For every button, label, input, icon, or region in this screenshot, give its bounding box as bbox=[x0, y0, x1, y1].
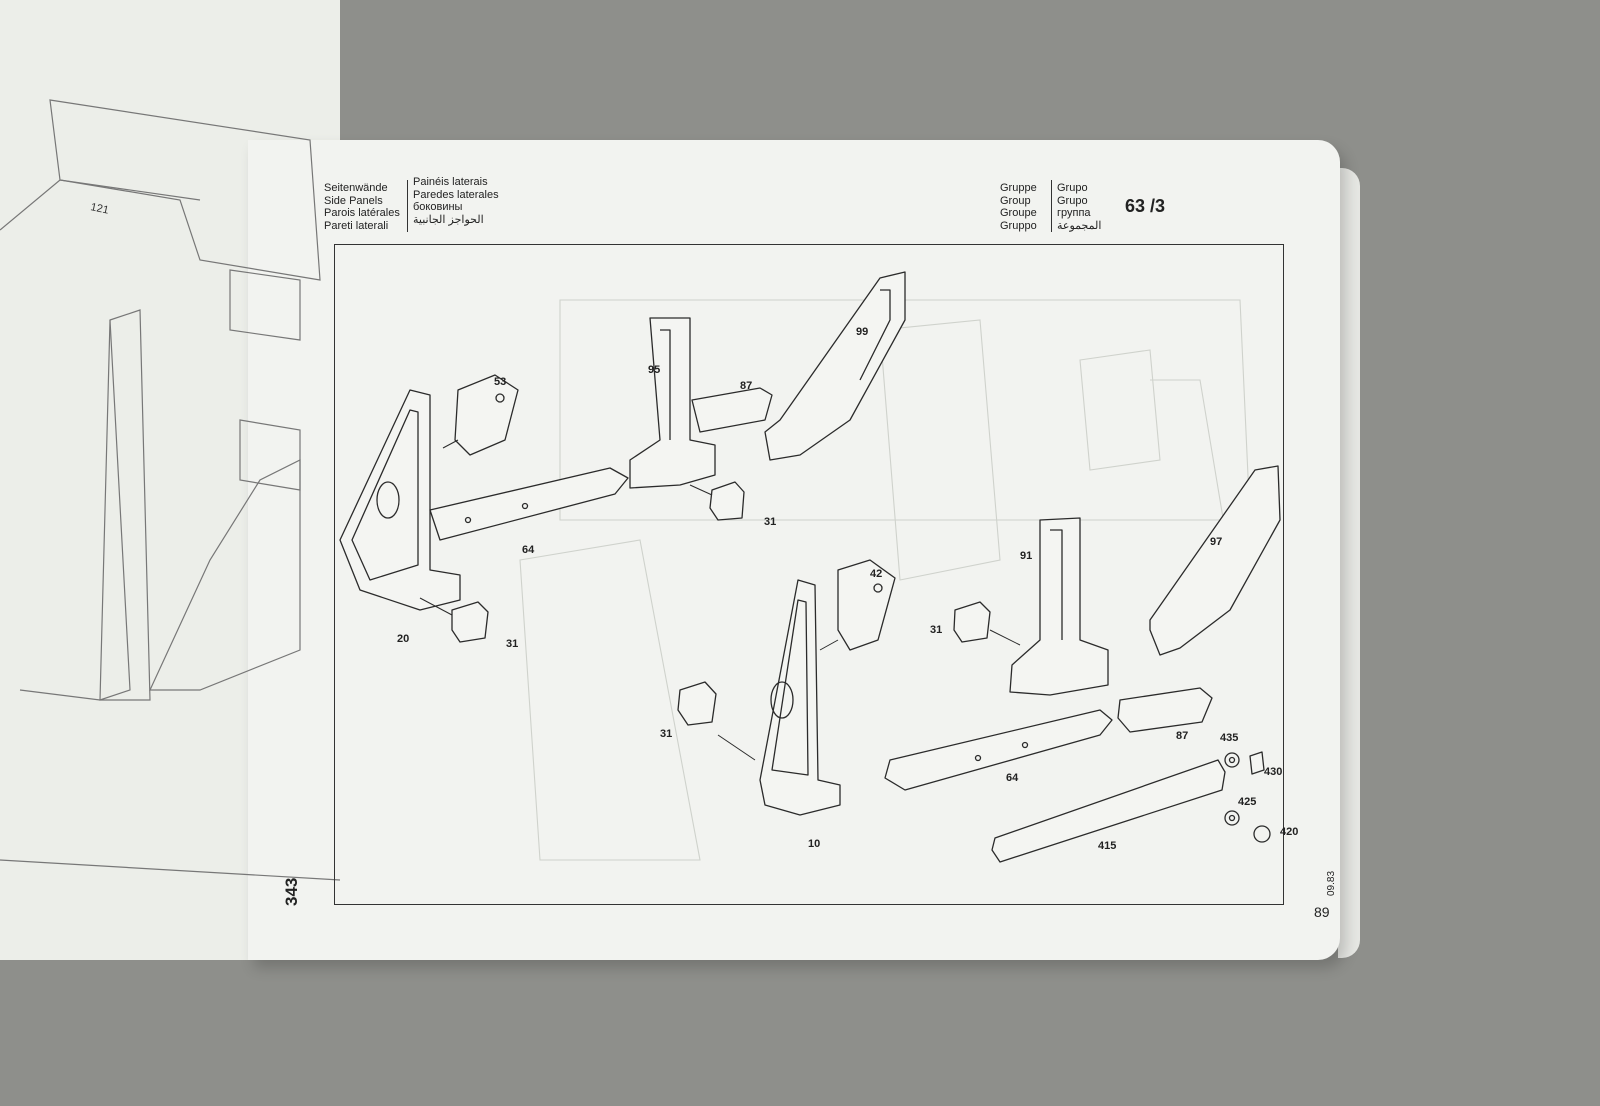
header-left-col1: Seitenwände Side Panels Parois latérales… bbox=[324, 182, 400, 232]
callout-31-lower-left: 31 bbox=[506, 638, 519, 650]
title-italian: Pareti laterali bbox=[324, 219, 389, 232]
callout-64-upper: 64 bbox=[522, 544, 535, 556]
group-es: Grupo bbox=[1057, 194, 1088, 207]
left-callout-121: 121 bbox=[89, 201, 109, 217]
page-edge bbox=[1338, 168, 1360, 958]
callout-420: 420 bbox=[1280, 826, 1299, 838]
title-french: Parois latérales bbox=[324, 207, 400, 219]
title-arabic: الحواجز الجانبية bbox=[413, 213, 484, 226]
callout-430: 430 bbox=[1264, 766, 1283, 778]
callout-97: 97 bbox=[1210, 536, 1223, 548]
callout-10: 10 bbox=[808, 838, 821, 850]
callout-435: 435 bbox=[1220, 732, 1239, 744]
group-ru: группа bbox=[1057, 207, 1091, 219]
header-right-col2: Grupo Grupo группа المجموعة bbox=[1057, 182, 1101, 232]
group-pt: Grupo bbox=[1057, 182, 1088, 194]
group-fr: Groupe bbox=[1000, 207, 1037, 219]
callout-64-lower: 64 bbox=[1006, 772, 1019, 784]
page-number: 89 bbox=[1314, 904, 1330, 920]
title-english: Side Panels bbox=[324, 194, 383, 207]
diagram-frame bbox=[334, 244, 1284, 905]
header-left-col2: Painéis laterais Paredes laterales боков… bbox=[413, 176, 499, 226]
group-en: Group bbox=[1000, 194, 1031, 207]
callout-99: 99 bbox=[856, 326, 869, 338]
callout-20: 20 bbox=[397, 633, 410, 645]
callout-425: 425 bbox=[1238, 796, 1257, 808]
title-portuguese: Painéis laterais bbox=[413, 176, 488, 188]
callout-53: 53 bbox=[494, 376, 507, 388]
side-number: 343 bbox=[282, 877, 301, 906]
group-number: 63 /3 bbox=[1125, 196, 1166, 216]
date-code: 09.83 bbox=[1326, 870, 1337, 896]
callout-42: 42 bbox=[870, 568, 883, 580]
group-it: Gruppo bbox=[1000, 219, 1037, 232]
group-ar: المجموعة bbox=[1057, 219, 1102, 232]
callout-87-lower: 87 bbox=[1176, 730, 1189, 742]
title-german: Seitenwände bbox=[324, 182, 388, 194]
callout-95: 95 bbox=[648, 364, 661, 376]
callout-31-upper: 31 bbox=[764, 516, 777, 528]
callout-87-upper: 87 bbox=[740, 380, 753, 392]
callout-31-mid: 31 bbox=[660, 728, 673, 740]
title-spanish: Paredes laterales bbox=[413, 188, 499, 201]
header-divider bbox=[407, 180, 408, 232]
callout-31-right: 31 bbox=[930, 624, 943, 636]
callout-91: 91 bbox=[1020, 550, 1033, 562]
header-right-divider bbox=[1051, 180, 1052, 232]
title-russian: боковины bbox=[413, 201, 463, 213]
header-right-col1: Gruppe Group Groupe Gruppo bbox=[1000, 182, 1037, 232]
group-de: Gruppe bbox=[1000, 182, 1037, 194]
callout-415: 415 bbox=[1098, 840, 1117, 852]
